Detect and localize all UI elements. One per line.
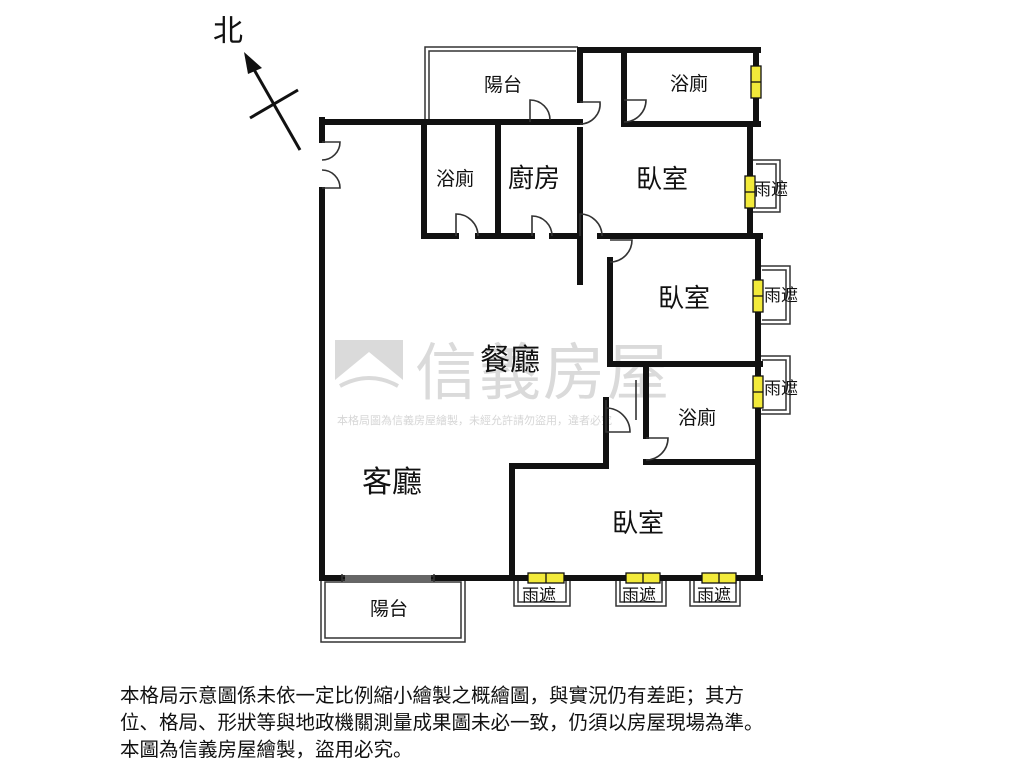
thin-outlines (320, 46, 791, 643)
awning-label: 雨遮 (764, 286, 798, 306)
room-labels: 陽台 浴廁 浴廁 廚房 臥室 臥室 餐廳 浴廁 客廳 臥室 陽台 (362, 72, 716, 620)
sliding-doors (341, 574, 435, 582)
awning-label: 雨遮 (522, 586, 556, 606)
room-label-bedroom-3: 臥室 (612, 509, 664, 539)
room-label-bedroom-2: 臥室 (658, 284, 710, 314)
windows (527, 65, 764, 584)
door-swings (321, 99, 669, 461)
disclaimer: 本格局示意圖係未依一定比例縮小繪製之概繪圖，與實況仍有差距；其方 位、格局、形狀… (120, 682, 910, 763)
room-label-kitchen: 廚房 (508, 164, 560, 194)
awning-labels: 雨遮 雨遮 雨遮 雨遮 雨遮 雨遮 (522, 180, 798, 606)
north-arrow: 北 (213, 14, 302, 151)
room-label-living: 客廳 (362, 465, 422, 500)
room-label-bath-right: 浴廁 (678, 406, 716, 429)
room-label-bath-top-right: 浴廁 (670, 72, 708, 95)
awning-label: 雨遮 (697, 586, 731, 606)
disclaimer-line: 本格局示意圖係未依一定比例縮小繪製之概繪圖，與實況仍有差距；其方 (120, 684, 745, 707)
watermark-logo-icon (335, 340, 403, 398)
room-label-dining: 餐廳 (480, 343, 540, 378)
room-label-bedroom-1: 臥室 (636, 165, 688, 195)
disclaimer-line: 本圖為信義房屋繪製，盜用必究。 (120, 738, 413, 761)
arrow-head-icon (244, 52, 262, 74)
disclaimer-line: 位、格局、形狀等與地政機關測量成果圖未必一致，仍須以房屋現場為準。 (120, 711, 764, 734)
room-label-bath-left: 浴廁 (436, 167, 474, 190)
floor-plan: 信義房屋 本格局圖為信義房屋繪製，未經允許請勿盜用，違者必究 北 (213, 14, 798, 643)
watermark: 信義房屋 本格局圖為信義房屋繪製，未經允許請勿盜用，違者必究 (335, 336, 671, 427)
room-label-balcony-north: 陽台 (484, 74, 522, 96)
watermark-brand: 信義房屋 (415, 336, 671, 409)
awning-label: 雨遮 (764, 379, 798, 399)
awning-label: 雨遮 (754, 180, 788, 200)
awning-label: 雨遮 (622, 586, 656, 606)
compass-label: 北 (213, 14, 243, 49)
room-label-balcony-south: 陽台 (370, 598, 408, 620)
watermark-notice: 本格局圖為信義房屋繪製，未經允許請勿盜用，違者必究 (337, 413, 612, 427)
